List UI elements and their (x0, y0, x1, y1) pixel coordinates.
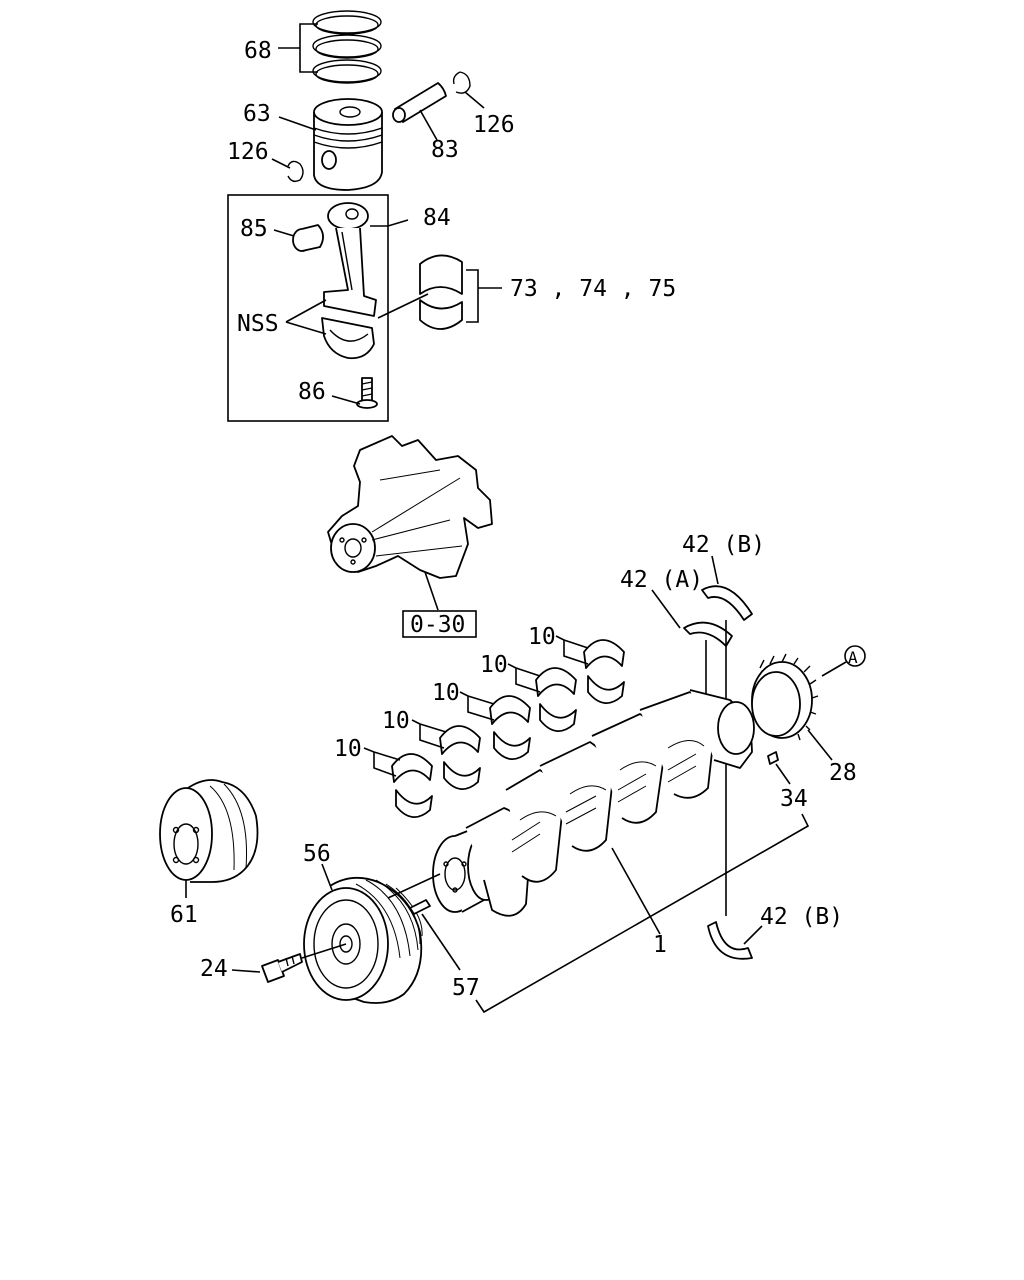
leader-rod-bolt (331, 395, 361, 405)
connecting-rod (321, 202, 377, 360)
leader-dowel-pin (775, 763, 791, 785)
crankshaft (432, 689, 755, 917)
main-bearing-4 (535, 667, 577, 732)
bearing-to-rod-line (377, 293, 429, 319)
main-bearing-2 (439, 725, 481, 790)
label-reference: 0-30 (410, 612, 465, 638)
thrust-washer-b-bottom (707, 921, 753, 960)
label-dowel-pin: 34 (780, 786, 808, 812)
label-main-bearing-2: 10 (382, 708, 410, 734)
leader-piston-pin (419, 109, 438, 141)
dowel-pin (767, 751, 779, 765)
label-snap-ring-right: 126 (473, 112, 515, 138)
leader-con-rod (370, 219, 409, 227)
label-pulley: 56 (303, 841, 331, 867)
rod-bearing-lower (419, 299, 463, 330)
key-line (387, 873, 441, 899)
crankshaft-bracket (475, 813, 810, 1014)
label-pulley-rear: 61 (170, 902, 198, 928)
rod-bolt (356, 377, 378, 409)
bearing-bracket (466, 269, 502, 323)
leader-gear (807, 729, 833, 761)
leader-main-bearing-4 (507, 663, 541, 693)
reference-box (402, 610, 477, 638)
label-nss: NSS (237, 311, 279, 337)
housing-reference-part (327, 435, 493, 579)
leader-main-bearing-2 (411, 719, 447, 749)
crank-pulley (303, 876, 423, 1004)
leader-thrust-a (651, 589, 681, 629)
leader-reference (424, 571, 439, 611)
label-rod-bolt: 86 (298, 379, 326, 405)
leader-thrust-b-bottom (743, 925, 763, 945)
leader-thrust-b-top (711, 555, 719, 585)
small-end-bushing (292, 224, 324, 252)
crank-timing-gear (751, 653, 819, 741)
leader-circle-ref (821, 661, 847, 677)
leader-bushing (273, 229, 295, 237)
label-crankshaft: 1 (653, 932, 667, 958)
label-thrust-b-bottom: 42 (B) (760, 904, 843, 930)
label-circle-ref: A (848, 648, 858, 667)
leader-pin (421, 913, 461, 971)
label-ring-set: 68 (244, 38, 272, 64)
label-snap-ring-left: 126 (227, 139, 269, 165)
piston-ring-set (312, 10, 382, 84)
piston-pin (392, 82, 447, 123)
snap-ring-right (452, 71, 471, 94)
label-piston: 63 (243, 101, 271, 127)
leader-pulley (321, 863, 333, 891)
label-main-bearing-4: 10 (480, 652, 508, 678)
leader-nss (285, 299, 327, 335)
label-main-bearing-5: 10 (528, 624, 556, 650)
main-bearing-5 (583, 639, 625, 704)
rod-bearing-upper (419, 254, 463, 295)
label-bearing-sets: 73 , 74 , 75 (510, 276, 676, 302)
label-thrust-a: 42 (A) (620, 567, 703, 593)
leader-main-bearing-5 (555, 635, 589, 665)
con-rod-assembly-box (227, 194, 389, 422)
piston (313, 98, 383, 191)
label-piston-pin: 83 (431, 137, 459, 163)
crank-key (409, 899, 431, 915)
leader-crankshaft (611, 847, 661, 935)
leader-main-bearing-1 (363, 747, 401, 777)
leader-snap-ring-left (271, 158, 291, 169)
leader-main-bearing-3 (459, 691, 495, 721)
pulley-bolt (261, 953, 303, 983)
label-con-rod: 84 (423, 205, 451, 231)
main-bearing-3 (489, 695, 531, 760)
label-main-bearing-1: 10 (334, 736, 362, 762)
pulley-rear (159, 779, 259, 883)
label-pin: 57 (452, 975, 480, 1001)
label-bolt: 24 (200, 956, 228, 982)
leader-bolt (231, 969, 261, 973)
ring-bracket (278, 23, 318, 73)
label-main-bearing-3: 10 (432, 680, 460, 706)
label-bushing: 85 (240, 216, 268, 242)
leader-snap-ring-right (464, 91, 485, 109)
leader-piston (278, 116, 317, 131)
bolt-axis-line (301, 943, 347, 959)
label-thrust-b-top: 42 (B) (682, 532, 765, 558)
circle-ref-marker (844, 645, 866, 667)
thrust-washer-b-top (701, 585, 753, 621)
label-gear: 28 (829, 760, 857, 786)
thrust-washer-a (683, 621, 733, 647)
main-bearing-1 (391, 753, 433, 818)
snap-ring-left (287, 160, 304, 183)
